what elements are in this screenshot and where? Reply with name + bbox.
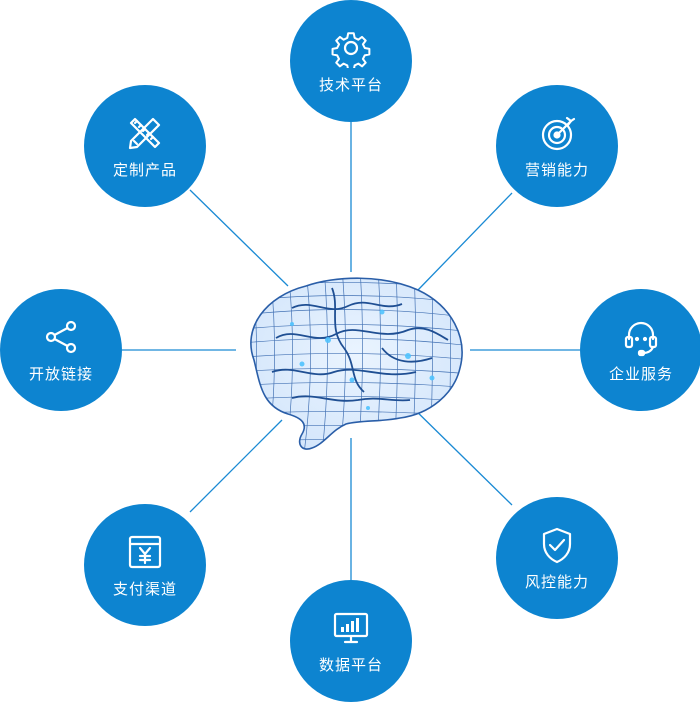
node-label: 定制产品	[112, 161, 177, 179]
node-payment[interactable]: 支付渠道	[84, 504, 206, 626]
monitor-chart-icon	[333, 612, 369, 644]
link-payment	[189, 419, 283, 513]
node-enterprise[interactable]: 企业服务	[580, 289, 700, 411]
link-risk	[407, 402, 513, 506]
node-risk[interactable]: 风控能力	[496, 497, 618, 619]
node-label: 风控能力	[524, 573, 589, 591]
target-icon	[541, 116, 576, 151]
link-marketing	[417, 192, 513, 291]
node-label: 数据平台	[318, 656, 383, 674]
node-label: 营销能力	[524, 161, 589, 179]
node-label: 技术平台	[318, 76, 383, 94]
node-label: 开放链接	[28, 365, 93, 383]
node-tech-platform[interactable]: 技术平台	[290, 0, 412, 122]
node-marketing[interactable]: 营销能力	[496, 85, 618, 207]
node-label: 支付渠道	[112, 580, 177, 598]
node-label: 企业服务	[608, 365, 673, 383]
share-nodes-icon	[45, 320, 77, 354]
node-data-platform[interactable]: 数据平台	[290, 580, 412, 702]
brain-wireframe-icon	[250, 277, 463, 450]
yuan-window-icon	[128, 535, 162, 569]
headset-icon	[624, 321, 658, 357]
link-custom-product	[189, 189, 289, 287]
gear-icon	[331, 32, 371, 68]
shield-check-icon	[542, 527, 572, 564]
node-open-link[interactable]: 开放链接	[0, 289, 122, 411]
pencil-ruler-icon	[128, 117, 161, 150]
node-custom-product[interactable]: 定制产品	[84, 85, 206, 207]
